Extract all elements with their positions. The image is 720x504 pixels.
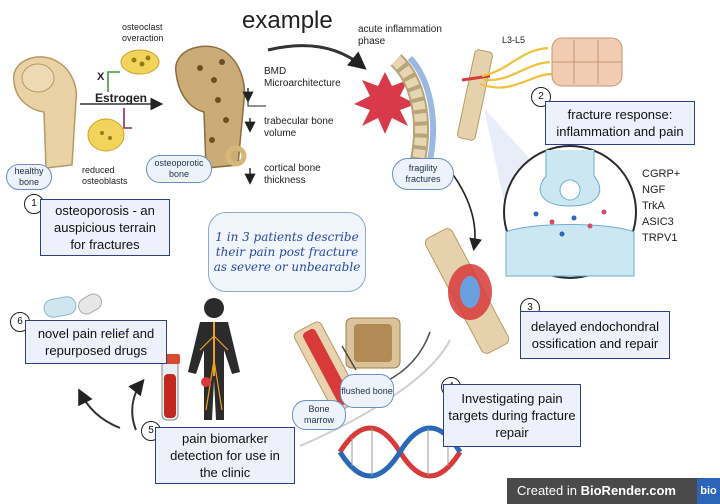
biorender-logo-icon[interactable]: bio <box>697 478 720 504</box>
human-figure-icon <box>188 298 240 420</box>
synapse-icon <box>503 145 637 279</box>
pain-burst-icon <box>354 72 416 134</box>
flushed-bone-icon <box>345 317 401 369</box>
osteoclast-up-arrow-icon <box>107 71 120 92</box>
footer-brand: BioRender.com <box>580 483 676 498</box>
zoom-cone-icon <box>484 108 540 230</box>
fractured-bone-icon <box>424 228 510 354</box>
marker-ngf: NGF <box>642 184 666 196</box>
marker-cgrp: CGRP+ <box>642 168 681 180</box>
osteoporotic-femur-icon <box>175 45 246 169</box>
step-5-box: pain biomarker detection for use in the … <box>155 427 295 484</box>
dna-icon <box>337 425 463 479</box>
step-4-box: Investigating pain targets during fractu… <box>443 384 581 447</box>
long-bone-icon <box>457 49 493 141</box>
capsule-icon <box>43 296 77 318</box>
spine-icon <box>390 54 437 162</box>
fragility-fractures-pill: fragility fractures <box>392 158 454 190</box>
flow-arrow-icon <box>267 44 367 70</box>
osteoclast-icon <box>120 49 160 75</box>
step5-arrow-icon <box>128 378 145 431</box>
trabecular-label: trabecular bone volume <box>264 116 334 139</box>
down-arrow-icon <box>447 167 482 252</box>
acute-inflammation-label: acute inflammation phase <box>358 24 442 47</box>
step-3-box: delayed endochondral ossification and re… <box>520 311 670 359</box>
nerve-icon <box>479 46 553 89</box>
marrow-arrow-icon <box>341 345 357 371</box>
pain-statistic-note: 1 in 3 patients describe their pain post… <box>208 212 366 292</box>
bone-marrow-pill: Bone marrow <box>292 400 346 430</box>
spinal-cord-icon <box>551 37 623 87</box>
estrogen-label: Estrogen <box>95 91 148 105</box>
osteoporotic-bone-pill: osteoporotic bone <box>146 155 212 183</box>
x-mark-label: X <box>97 71 105 83</box>
osteoblast-inhibit-icon <box>123 108 132 129</box>
biorender-footer[interactable]: Created in BioRender.com <box>507 478 697 504</box>
marker-trka: TrkA <box>642 200 665 212</box>
osteoclast-label: osteoclast overaction <box>122 22 164 43</box>
fracture-mark-icon <box>461 74 491 82</box>
bmd-label: BMD Microarchitecture <box>264 66 341 89</box>
osteoblast-icon <box>87 118 125 152</box>
marker-trpv1: TRPV1 <box>642 232 678 244</box>
healthy-femur-icon <box>13 56 78 169</box>
cortical-label: cortical bone thickness <box>264 163 321 186</box>
healthy-bone-pill: healthy bone <box>6 164 52 190</box>
flushed-bone-pill: flushed bone <box>340 374 394 408</box>
cortical-ring-icon <box>225 145 247 167</box>
marker-asic3: ASIC3 <box>642 216 674 228</box>
step-1-box: osteoporosis - an auspicious terrain for… <box>40 199 170 256</box>
page-title: example <box>242 7 333 34</box>
step-2-box: fracture response: inflammation and pain <box>545 101 695 145</box>
step6-arrow-icon <box>78 388 121 429</box>
l3-l5-label: L3-L5 <box>502 35 526 45</box>
footer-created-in: Created in <box>517 483 577 498</box>
reduced-osteoblasts-label: reduced osteoblasts <box>82 165 128 186</box>
step-6-box: novel pain relief and repurposed drugs <box>25 320 167 364</box>
tablet-icon <box>78 293 102 315</box>
